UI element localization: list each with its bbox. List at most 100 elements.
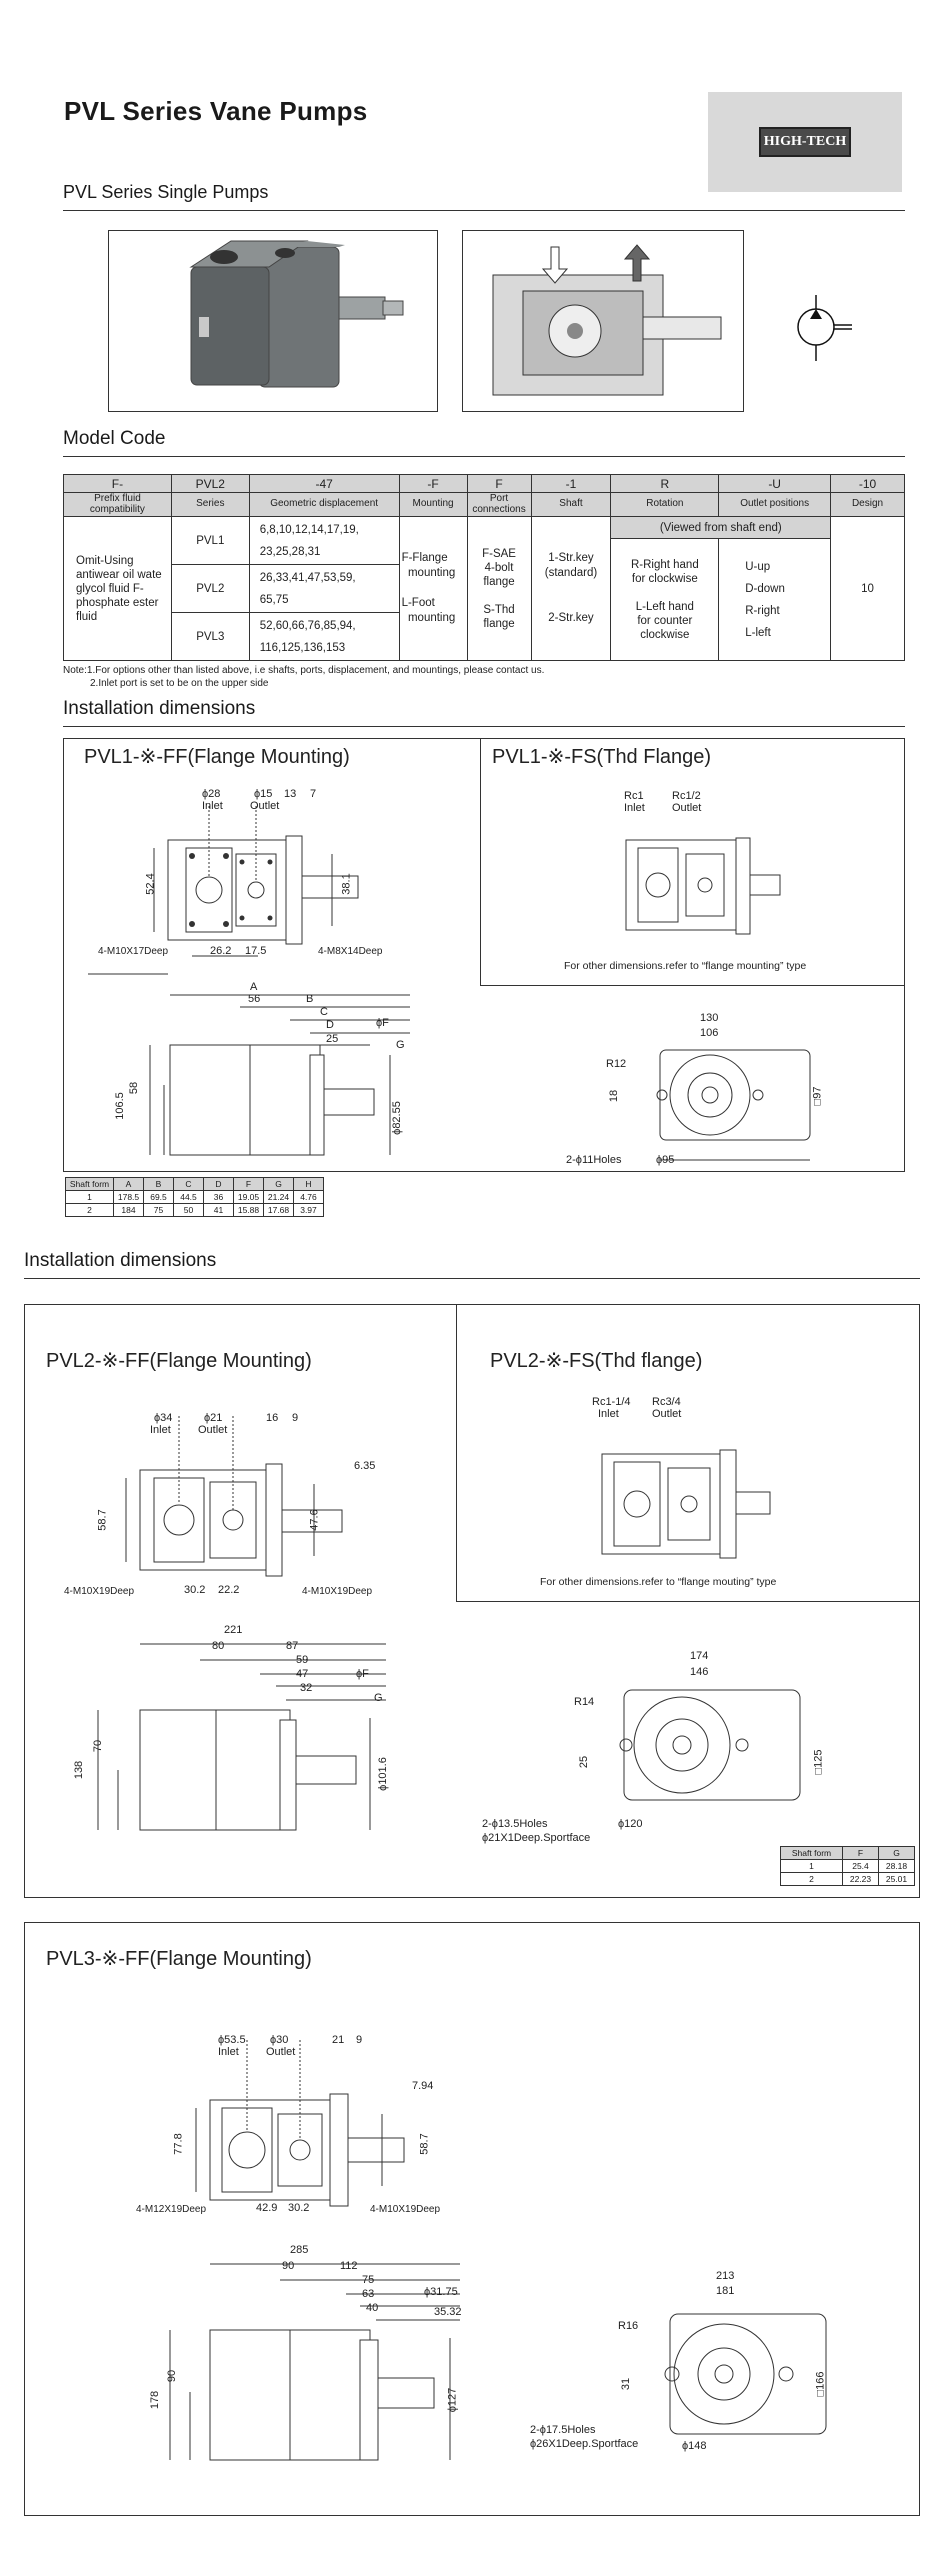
pvl2-rc-outlet: Rc3/4 [652,1396,681,1408]
header-row: Prefix fluid compatibility Series Geomet… [63,492,905,517]
table-cell: F [233,1177,264,1191]
viewed-note: (Viewed from shaft end) [610,516,832,539]
pvl1-rc-inlet: Rc1 [624,790,644,802]
pvl3-dim-63: 63 [362,2288,375,2300]
ports-text: S-Thd [483,603,515,616]
table-cell: H [293,1177,324,1191]
header-cell: Rotation [610,492,720,517]
rotation-text: for counter [637,614,693,627]
outlet-text: D-down [745,582,785,595]
pvl3-side-drawing [169,2263,460,2461]
cross-section-frame [462,230,744,412]
disp-cell: 6,8,10,12,14,17,19,23,25,28,31 [248,516,400,565]
pvl3-front-sq: □166 [814,2371,827,2397]
prefix-cell: Omit-Using antiwear oil wate glycol flui… [63,516,172,661]
table-cell: 25.01 [878,1872,915,1886]
page-title: PVL Series Vane Pumps [64,96,368,126]
rotation-text: L-Left hand [635,600,694,613]
divider [63,726,905,727]
pvl1-outlet-diameter: ϕ15 [254,788,273,800]
pvl1-dim-a: A [250,981,258,993]
table-cell: 15.88 [233,1203,264,1217]
disp-line: 52,60,66,76,85,94, [259,619,356,632]
pvl1-bolts-right: 4-M8X14Deep [318,946,383,957]
table-cell: Shaft form [65,1177,114,1191]
table-cell: 4.76 [293,1190,324,1204]
pvl2-ff-drawing [125,1416,343,1577]
pvl3-ff-drawing [195,2040,405,2207]
pvl3-dim-40: 40 [366,2302,379,2314]
header-cell: Series [170,492,250,517]
pvl2-fs-inlet-label: Inlet [598,1408,619,1420]
code-cell: -U [718,474,832,493]
series-cell: PVL3 [170,612,250,661]
pvl2-dim-h1: 138 [73,1760,86,1780]
pvl3-front-holes: 2-ϕ17.5Holes [530,2424,596,2436]
table-cell: 3.97 [293,1203,324,1217]
table-cell: 1 [780,1859,843,1873]
header-cell: Shaft [530,492,612,517]
single-pumps-title: PVL Series Single Pumps [63,182,269,202]
code-row: F- PVL2 -47 -F F -1 R -U -10 [63,474,905,493]
pvl3-dim-w: 285 [290,2244,309,2256]
pvl2-front-w1: 174 [690,1650,709,1662]
pvl3-key: 7.94 [412,2080,434,2092]
pvl1-dim-c: C [320,1006,328,1018]
pvl2-front-25: 25 [578,1755,591,1769]
outlet-text: U-up [745,560,771,573]
ports-text: F-SAE [482,547,516,560]
table-cell: 2 [65,1203,114,1217]
ports-text: flange [483,575,515,588]
outlet-text: L-left [745,626,771,639]
pvl1-fs-inlet-label: Inlet [624,802,645,814]
pvl1-dim-d: D [326,1019,334,1031]
cross-section-drawing [492,244,722,396]
pvl2-dim-v: 47.6 [308,1509,321,1531]
pvl3-dim-bottom-a: 42.9 [256,2202,278,2214]
pvl3-front-d: ϕ148 [682,2440,707,2452]
pvl2-bolts-left: 4-M10X19Deep [64,1586,135,1597]
pvl2-front-face: ϕ21X1Deep.Sportface [482,1832,591,1844]
pvl1-dim-h: 52.4 [144,873,157,895]
pvl3-dim-h1: 178 [149,2390,162,2410]
pvl1-dim-h1: 106.5 [113,1092,126,1120]
table-cell: Shaft form [780,1846,843,1860]
pvl1-front-w2: 106 [700,1027,719,1039]
table-cell: 41 [203,1203,234,1217]
table-cell: 28.18 [878,1859,915,1873]
table-cell: 75 [143,1203,174,1217]
shaft-text: 2-Str.key [548,612,594,624]
shaft-text: (standard) [544,567,598,579]
pvl1-front-d: ϕ95 [656,1154,675,1166]
pvl3-bolts-left: 4-M12X19Deep [136,2204,207,2215]
model-code-table: F- PVL2 -47 -F F -1 R -U -10 Prefix flui… [63,474,905,661]
note-line: Note:1.For options other than listed abo… [63,665,545,676]
table-cell: A [113,1177,144,1191]
pvl2-key: 6.35 [354,1460,376,1472]
pvl1-dim-v: 38.1 [340,873,353,895]
code-cell: R [610,474,720,493]
disp-line: 23,25,28,31 [259,545,321,558]
pvl2-fs-outlet-label: Outlet [652,1408,682,1420]
pvl2-ff-title: PVL2-※-FF(Flange Mounting) [46,1350,312,1372]
shaft-text: 1-Str.key [548,552,594,564]
pvl2-front-w2: 146 [690,1666,709,1678]
header-cell: Port connections [466,492,532,517]
pvl1-dim-f: ϕF [376,1017,389,1029]
pvl3-front-face: ϕ26X1Deep.Sportface [530,2438,639,2450]
code-cell: -1 [530,474,612,493]
series-cell: PVL2 [170,564,250,613]
pvl2-front-sq: □125 [812,1749,825,1775]
mounting-text: mounting [407,612,456,624]
pvl1-dim-25: 25 [326,1033,339,1045]
